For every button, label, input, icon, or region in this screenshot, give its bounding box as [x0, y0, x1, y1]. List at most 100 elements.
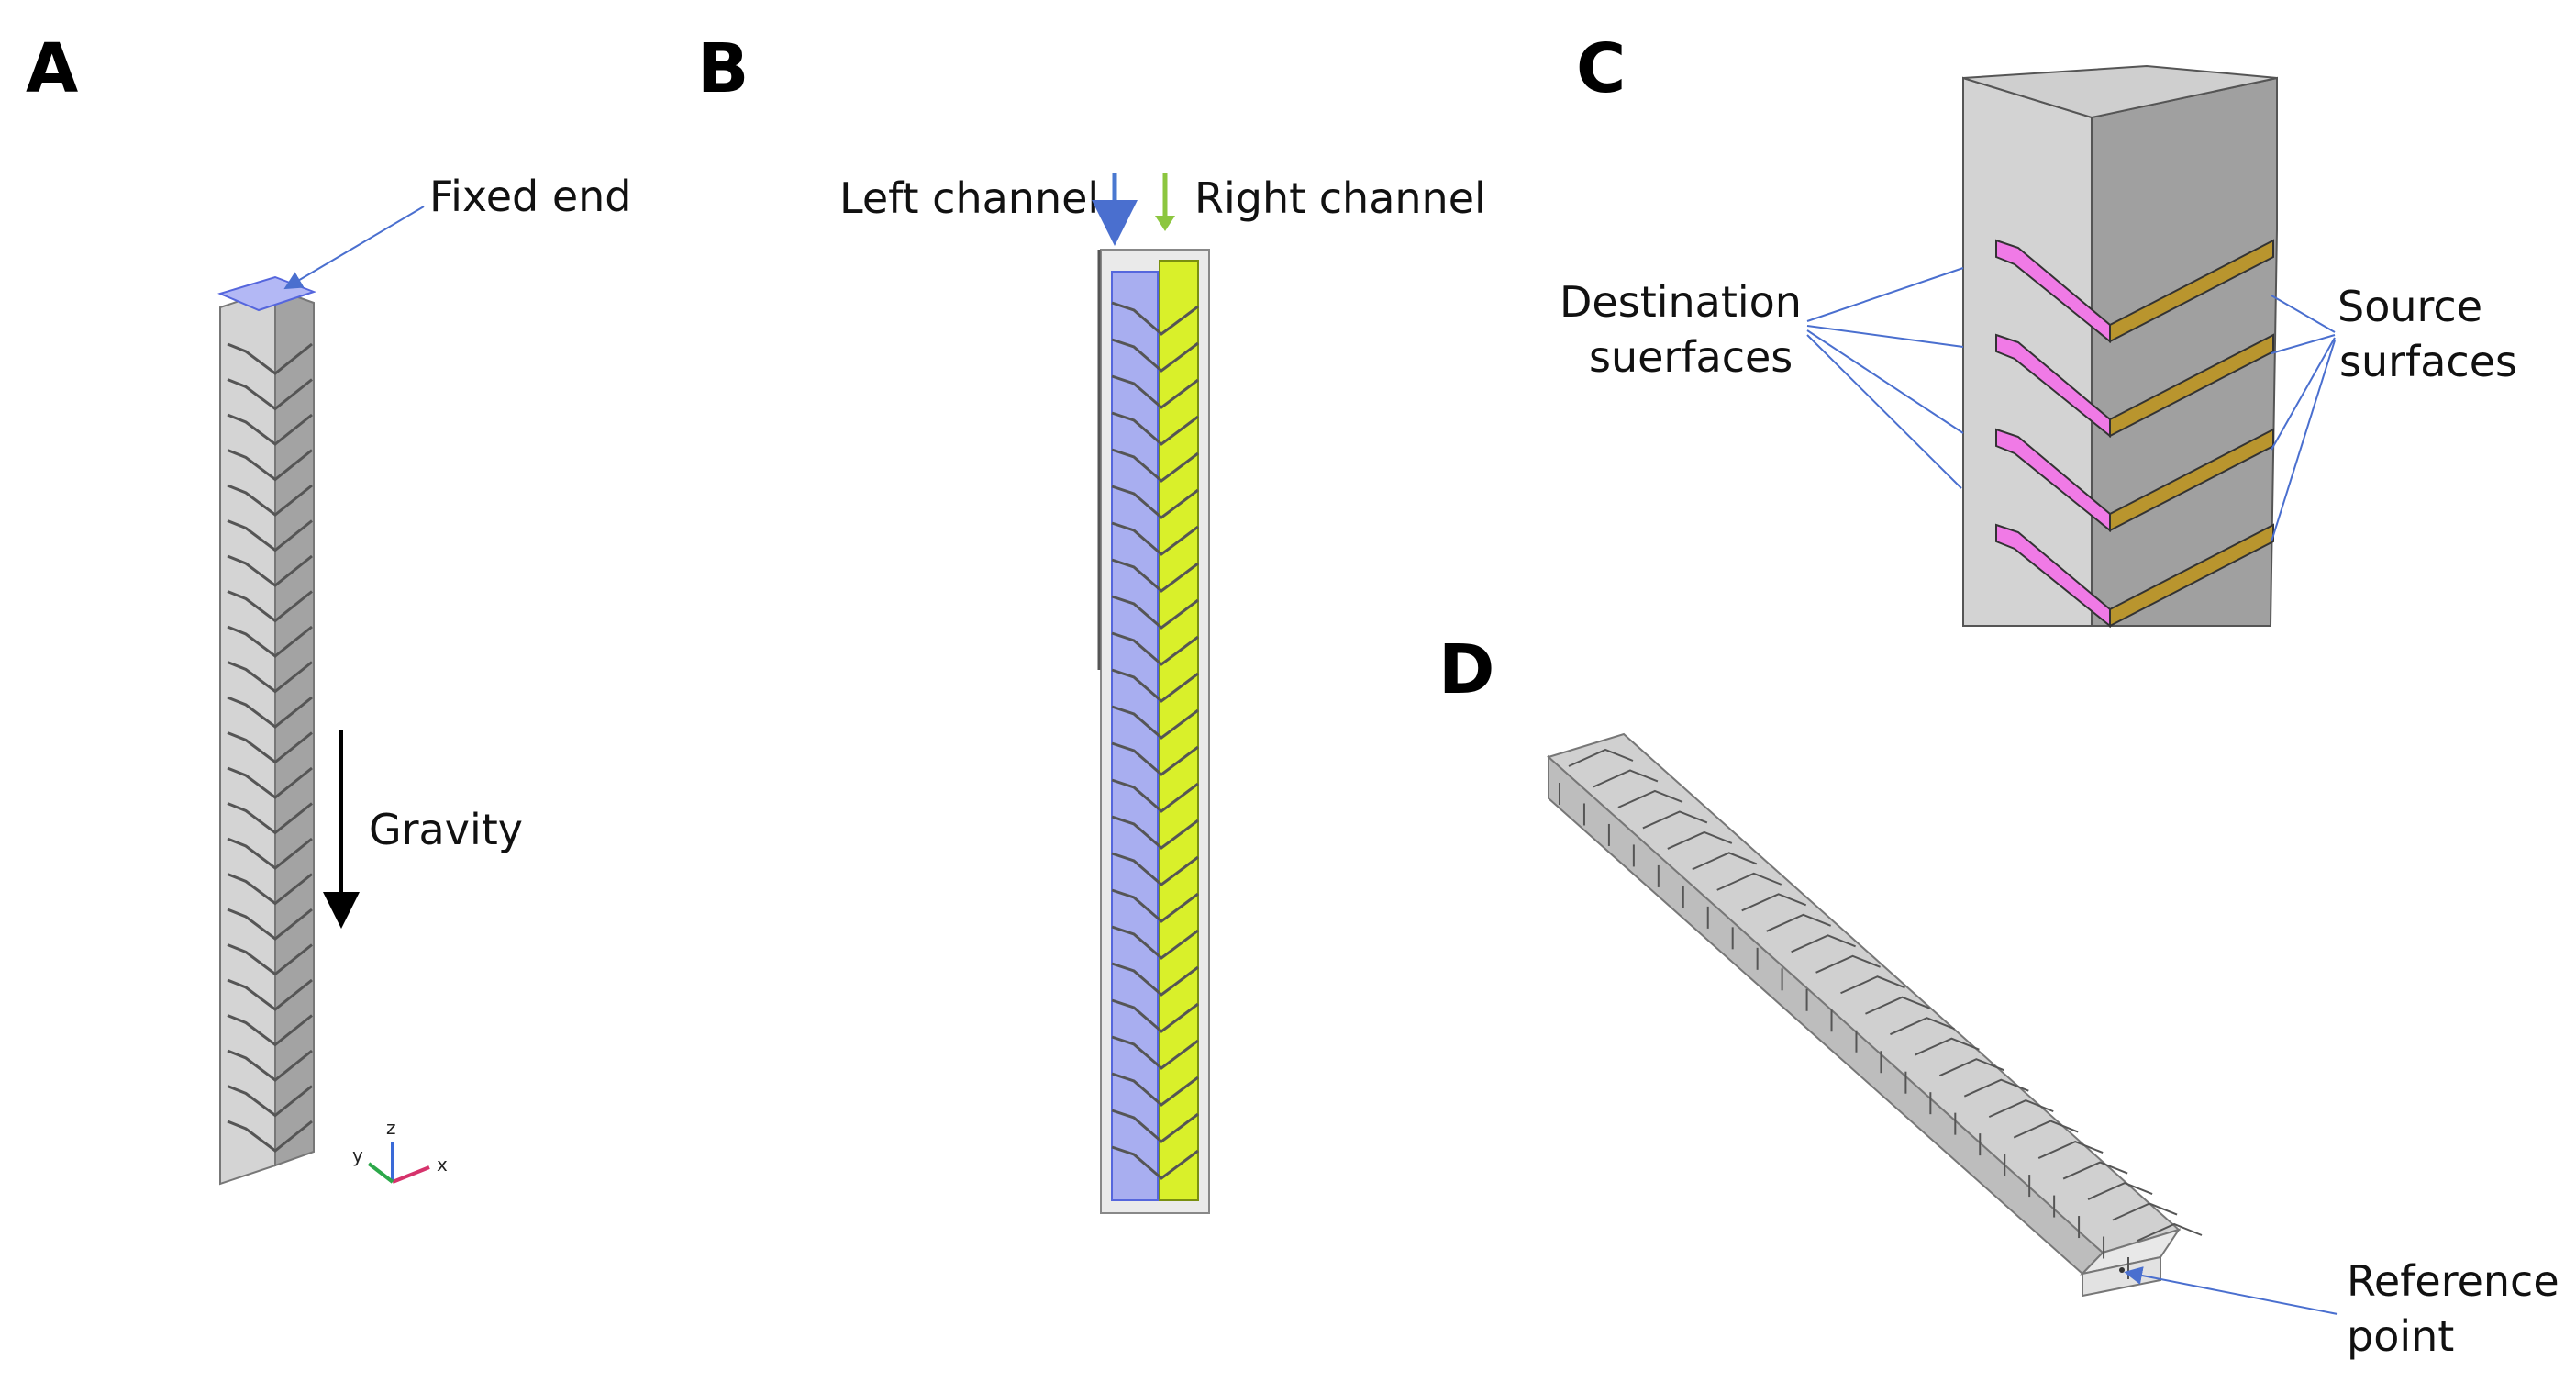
fixed-end-leader	[283, 206, 425, 290]
slot-chevron	[227, 978, 313, 1011]
slot-chevron	[2013, 1120, 2079, 1139]
slot-chevron	[1914, 1037, 1980, 1056]
slot-chevron	[1111, 1072, 1199, 1107]
slot-chevron	[1111, 301, 1199, 336]
slot-chevron	[2037, 1141, 2104, 1159]
slot-chevron	[227, 413, 313, 446]
slot-chevron	[1111, 521, 1199, 556]
right-channel-region	[1159, 260, 1199, 1201]
left-channel-label: Left channel	[839, 173, 1099, 223]
reference-point-leader	[2124, 1266, 2338, 1315]
slot-chevron	[227, 449, 313, 482]
slot-chevron	[1111, 962, 1199, 997]
slot-chevron	[1111, 888, 1199, 923]
slot-chevron	[2087, 1181, 2153, 1200]
slot-chevron	[2062, 1161, 2128, 1180]
slot-chevron	[1593, 769, 1659, 788]
slot-chevron	[227, 661, 313, 694]
slot-chevron	[227, 519, 313, 552]
slot-chevron	[1111, 668, 1199, 703]
reference-label-line2: point	[2347, 1311, 2454, 1361]
slot-chevron	[1111, 778, 1199, 813]
gravity-label: Gravity	[369, 805, 523, 854]
slot-chevron	[1741, 893, 1807, 912]
x-axis-label: x	[437, 1154, 448, 1176]
slot-chevron	[227, 1049, 313, 1082]
slot-chevron	[227, 378, 313, 411]
slot-chevron	[227, 1120, 313, 1153]
slot-chevron	[227, 873, 313, 906]
slot-chevron	[227, 1085, 313, 1118]
slot-chevron	[227, 1014, 313, 1047]
slot-chevron	[1890, 1017, 1955, 1036]
slot-chevron	[1642, 810, 1708, 830]
source-leaders	[2271, 295, 2336, 542]
panel-d-letter: D	[1438, 630, 1494, 709]
slot-chevron	[227, 696, 313, 729]
slot-chevron	[227, 625, 313, 658]
reference-point-marker	[2119, 1267, 2125, 1273]
slot-chevron	[227, 837, 313, 870]
destination-label-line1: Destination	[1560, 277, 1802, 327]
reference-label-line1: Reference	[2347, 1256, 2559, 1306]
slot-chevron	[227, 766, 313, 799]
source-label-line1: Source	[2337, 282, 2482, 331]
panel-d-beam	[1547, 732, 2203, 1298]
slot-chevron	[1988, 1099, 2054, 1119]
slot-chevron	[1568, 748, 1634, 767]
left-channel-region	[1111, 271, 1159, 1201]
panel-b: B Left channel Right channel	[697, 29, 1486, 1214]
slot-chevron	[1111, 815, 1199, 850]
slot-chevron	[1963, 1078, 2029, 1098]
slot-chevron	[227, 731, 313, 764]
panel-a-beam	[217, 275, 316, 1186]
slot-chevron	[227, 802, 313, 835]
slot-chevron	[227, 590, 313, 623]
source-surface	[2109, 239, 2274, 343]
y-axis-arrow	[367, 1162, 394, 1184]
slot-chevron	[1111, 631, 1199, 666]
slot-chevron	[227, 484, 313, 517]
slot-chevron	[227, 342, 313, 375]
source-surface	[2109, 523, 2274, 628]
x-axis-arrow	[392, 1165, 430, 1184]
slot-chevron	[1692, 852, 1758, 871]
slot-chevron	[1111, 1035, 1199, 1070]
panel-b-beam	[1097, 249, 1210, 1214]
slot-chevron	[1938, 1058, 2004, 1077]
panel-a-chevrons	[227, 342, 313, 1153]
panel-c: C Destination suerfaces Source surfaces	[1560, 29, 2517, 629]
slot-chevron	[1815, 954, 1881, 974]
slot-chevron	[1111, 448, 1199, 483]
slot-chevron	[1111, 558, 1199, 593]
slot-chevron	[1865, 996, 1930, 1015]
panel-a-letter: A	[26, 29, 78, 108]
panel-c-slots	[1995, 239, 2274, 629]
slot-chevron	[1617, 789, 1683, 808]
slot-chevron	[227, 943, 313, 976]
slot-chevron	[1791, 934, 1856, 953]
slot-chevron	[227, 554, 313, 587]
slot-chevron	[1111, 485, 1199, 519]
panel-c-closeup	[1962, 64, 2278, 629]
panel-c-letter: C	[1576, 29, 1626, 108]
slot-chevron	[1111, 852, 1199, 886]
axis-triad: z x y	[352, 1117, 448, 1184]
z-axis-label: z	[386, 1117, 396, 1139]
slot-chevron	[1766, 913, 1832, 932]
slot-chevron	[1111, 925, 1199, 960]
slot-chevron	[1111, 1109, 1199, 1143]
slot-chevron	[1111, 1145, 1199, 1180]
panel-d-chevrons	[1559, 748, 2203, 1279]
slot-chevron	[1111, 741, 1199, 776]
slot-chevron	[1111, 998, 1199, 1033]
slot-chevron	[1716, 872, 1782, 891]
slot-chevron	[227, 908, 313, 941]
y-axis-label: y	[352, 1144, 363, 1166]
panel-b-letter: B	[697, 29, 749, 108]
slot-chevron	[1111, 705, 1199, 740]
source-surface	[2109, 333, 2274, 438]
slot-chevron	[1111, 411, 1199, 446]
panel-d: D Reference point	[1438, 630, 2559, 1361]
